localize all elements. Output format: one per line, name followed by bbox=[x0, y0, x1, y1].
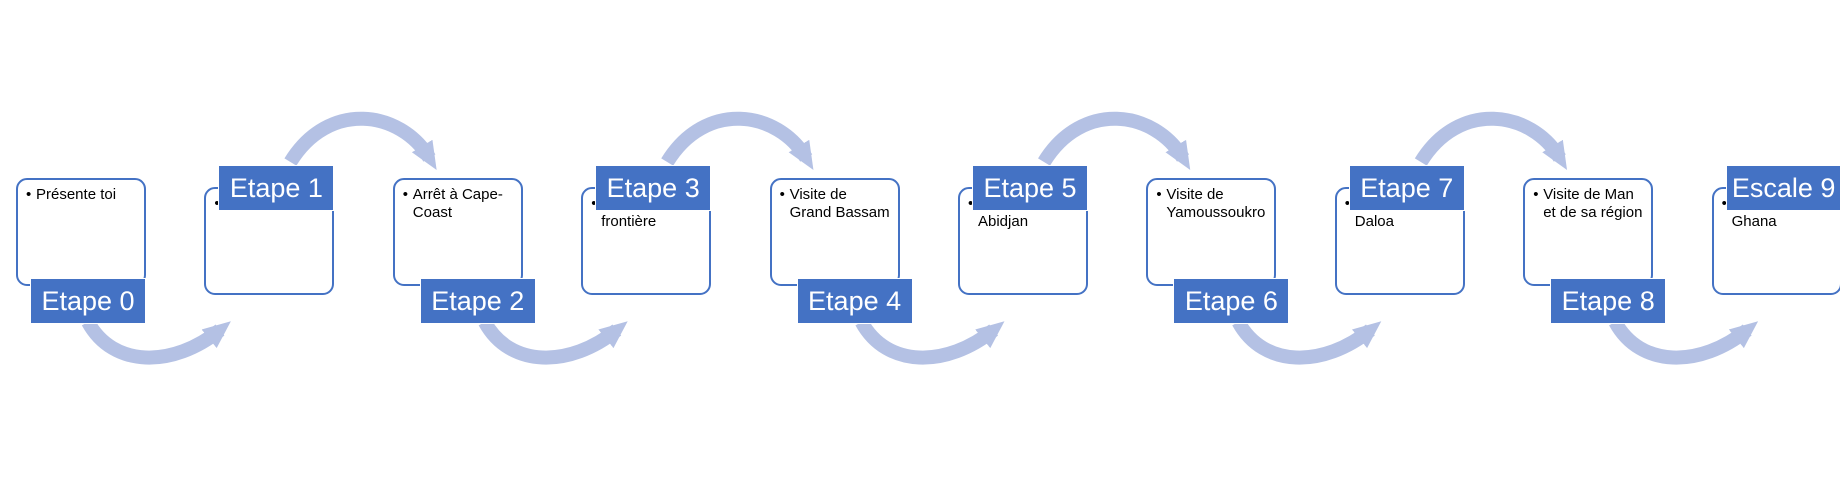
arrow-4-to-5 bbox=[855, 318, 1005, 365]
bullet-dot-icon: • bbox=[591, 195, 597, 212]
arrow-1-to-2 bbox=[284, 111, 437, 170]
step-label-9: Escale 9 bbox=[1726, 166, 1840, 210]
step-bullet-0: •Présente toi bbox=[26, 186, 138, 204]
step-card-6: •Visite de Yamoussoukro bbox=[1146, 178, 1277, 286]
step-bullet-text: Visite de Man et de sa région bbox=[1543, 186, 1643, 221]
step-bullet-2: •Arrêt à Cape-Coast bbox=[403, 186, 515, 222]
step-bullet-6: •Visite de Yamoussoukro bbox=[1156, 186, 1268, 222]
bullet-dot-icon: • bbox=[26, 186, 32, 203]
bullet-dot-icon: • bbox=[1533, 186, 1539, 203]
step-label-8: Etape 8 bbox=[1551, 279, 1666, 323]
step-label-2: Etape 2 bbox=[420, 279, 535, 323]
bullet-dot-icon: • bbox=[402, 186, 409, 203]
arrow-3-to-4 bbox=[661, 111, 814, 170]
step-label-1: Etape 1 bbox=[219, 166, 334, 210]
step-bullet-text: Visite de Grand Bassam bbox=[789, 186, 890, 221]
arrow-2-to-3 bbox=[478, 318, 628, 365]
step-label-7: Etape 7 bbox=[1349, 166, 1464, 210]
step-bullet-text: Arrêt à Cape-Coast bbox=[412, 186, 503, 221]
step-card-4: •Visite de Grand Bassam bbox=[769, 178, 900, 286]
step-label-4: Etape 4 bbox=[797, 279, 912, 323]
step-bullet-text: Présente toi bbox=[36, 186, 117, 203]
arrow-6-to-7 bbox=[1232, 318, 1382, 365]
bullet-dot-icon: • bbox=[968, 195, 974, 212]
arrow-7-to-8 bbox=[1414, 111, 1568, 170]
bullet-dot-icon: • bbox=[779, 186, 785, 203]
bullet-dot-icon: • bbox=[1156, 186, 1162, 203]
step-card-0: •Présente toi bbox=[16, 178, 146, 286]
step-bullet-8: •Visite de Man et de sa région bbox=[1533, 186, 1645, 222]
step-label-0: Etape 0 bbox=[31, 279, 145, 323]
bullet-dot-icon: • bbox=[1344, 195, 1351, 212]
step-label-5: Etape 5 bbox=[973, 166, 1087, 210]
step-card-2: •Arrêt à Cape-Coast bbox=[392, 178, 523, 286]
arrow-5-to-6 bbox=[1038, 111, 1191, 170]
step-card-8: •Visite de Man et de sa région bbox=[1523, 178, 1654, 286]
bullet-dot-icon: • bbox=[214, 195, 220, 212]
arrow-8-to-9 bbox=[1609, 318, 1759, 365]
bullet-dot-icon: • bbox=[1721, 195, 1727, 212]
arrow-0-to-1 bbox=[81, 318, 231, 365]
step-label-6: Etape 6 bbox=[1174, 279, 1289, 323]
step-label-3: Etape 3 bbox=[596, 166, 711, 210]
step-bullet-4: •Visite de Grand Bassam bbox=[780, 186, 892, 222]
step-bullet-text: Visite de Yamoussoukro bbox=[1166, 186, 1266, 221]
